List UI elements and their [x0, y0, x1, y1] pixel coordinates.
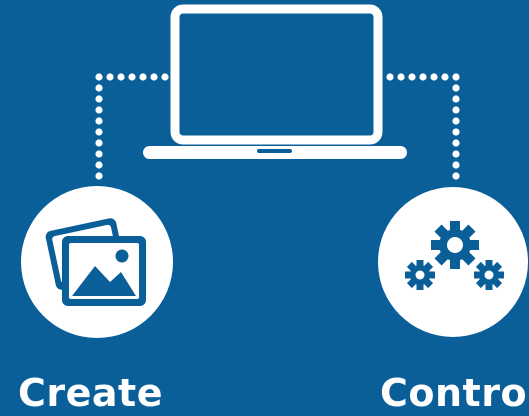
gears-icon [405, 221, 504, 290]
laptop-notch [257, 149, 292, 153]
create-node [21, 186, 173, 338]
control-node [378, 187, 528, 337]
laptop-icon [143, 4, 407, 159]
laptop-screen [170, 4, 383, 145]
connector-left [95, 73, 169, 180]
connector-right [386, 73, 460, 180]
control-label: Control [380, 371, 529, 415]
create-label: Create [18, 371, 163, 415]
image-gallery-icon [45, 218, 146, 306]
